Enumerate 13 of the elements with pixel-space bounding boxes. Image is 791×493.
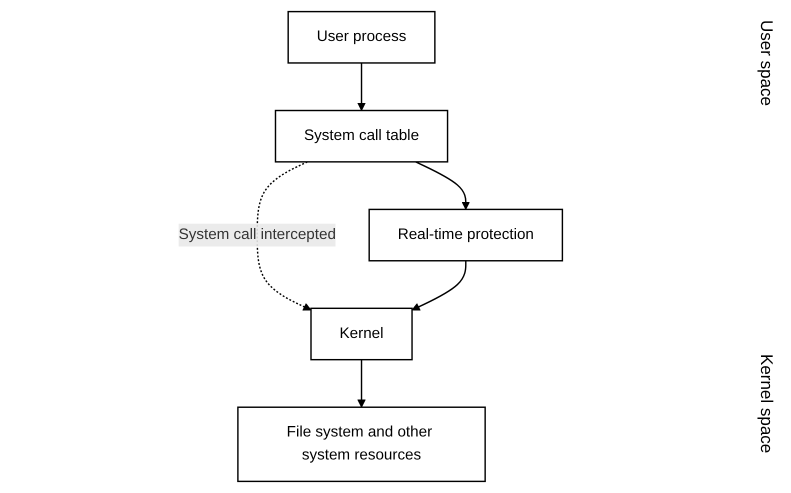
region-label: Kernel space <box>756 354 776 453</box>
edge-label: System call intercepted <box>178 226 336 243</box>
node-box: File system and other system resources <box>237 406 486 482</box>
arrow <box>415 161 470 210</box>
node-box: User process <box>287 10 436 64</box>
node-box: Kernel <box>310 308 413 360</box>
arrow <box>412 260 466 311</box>
region-label: User space <box>756 20 776 106</box>
arrow <box>357 360 366 408</box>
arrow <box>256 161 312 311</box>
node-box: Real-time protection <box>368 208 564 262</box>
node-box: System call table <box>274 110 448 163</box>
arrow <box>357 62 366 111</box>
